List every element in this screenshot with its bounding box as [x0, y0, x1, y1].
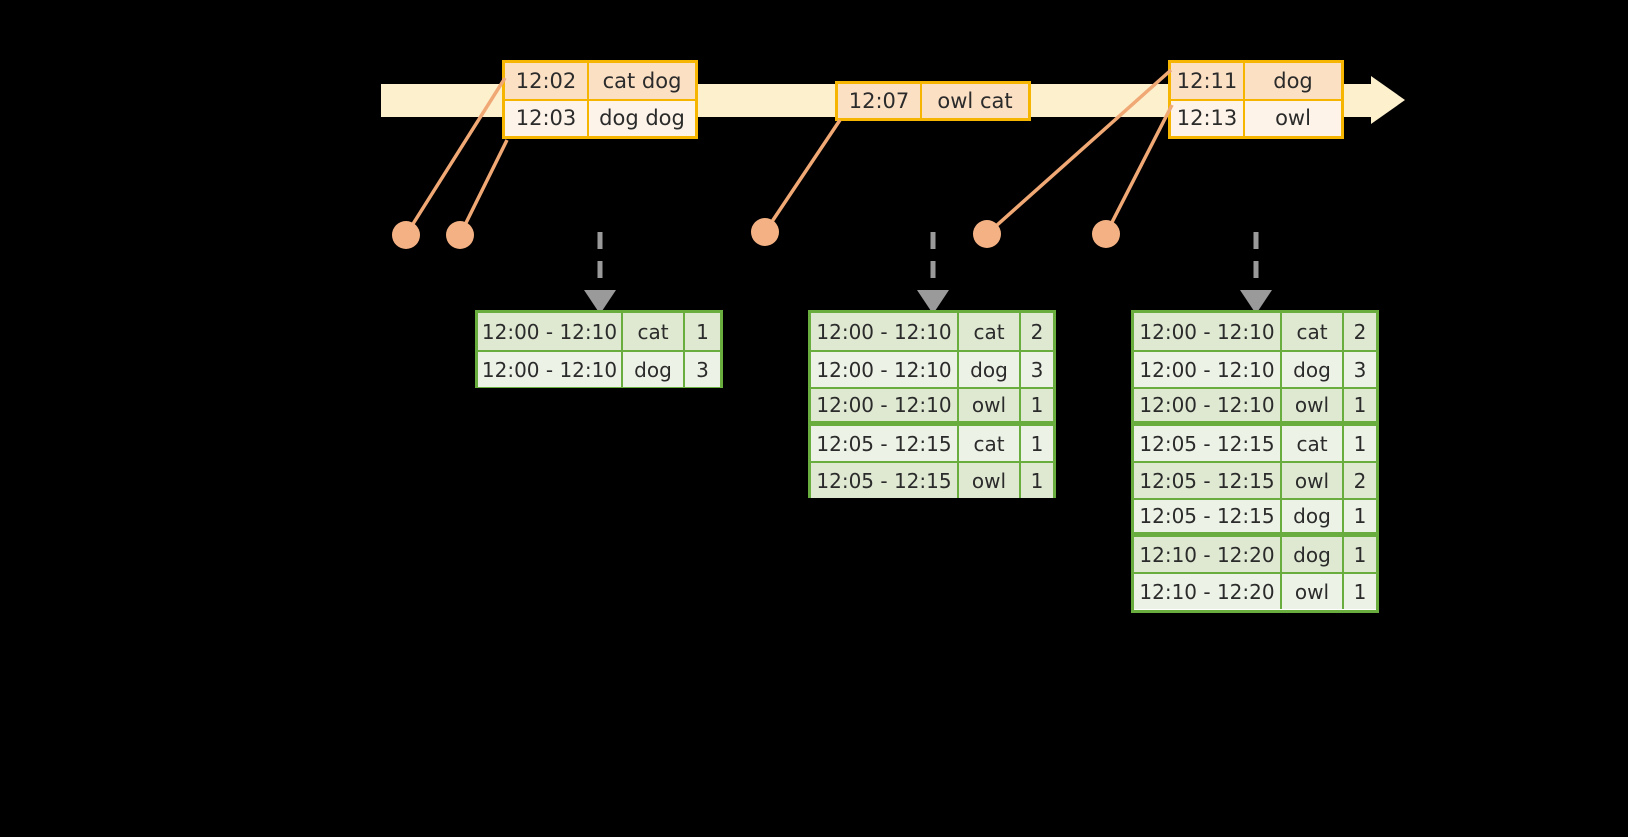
cell-count: 3 — [1030, 357, 1044, 382]
cell-count: 1 — [1353, 542, 1367, 567]
cell-window: 12:00 - 12:10 — [811, 389, 959, 421]
dashed-arrow-to-table-1 — [584, 232, 616, 314]
cell-count: 2 — [1353, 319, 1367, 344]
event-words: dog — [1273, 68, 1313, 93]
cell-key: dog — [623, 352, 685, 387]
cell-count: 3 — [1353, 357, 1367, 382]
arrow-right-icon — [1371, 76, 1405, 124]
event-row: 12:13 owl — [1171, 98, 1341, 136]
dashed-arrow-to-table-3 — [1240, 232, 1272, 314]
cell-key: owl — [1282, 463, 1344, 498]
cell-window: 12:00 - 12:10 — [1134, 352, 1282, 387]
cell-window: 12:05 - 12:15 — [811, 426, 959, 461]
event-words: owl cat — [937, 89, 1013, 113]
cell-key: cat — [959, 426, 1021, 461]
event-group-1[interactable]: 12:02 cat dog 12:03 dog dog — [502, 60, 698, 139]
cell-window: 12:00 - 12:10 — [1134, 389, 1282, 421]
cell-count: 1 — [1353, 504, 1367, 528]
cell-key: cat — [1282, 313, 1344, 350]
cell-key: cat — [959, 313, 1021, 350]
event-row: 12:02 cat dog — [505, 63, 695, 99]
cell-window: 12:00 - 12:10 — [478, 313, 623, 350]
cell-count: 1 — [1353, 579, 1367, 604]
event-time: 12:02 — [505, 63, 589, 99]
connector-line-2 — [458, 139, 509, 236]
cell-count: 1 — [696, 319, 709, 344]
event-time: 12:07 — [838, 84, 922, 118]
event-group-3[interactable]: 12:11 dog 12:13 owl — [1168, 60, 1344, 139]
cell-window: 12:05 - 12:15 — [811, 463, 959, 498]
event-time: 12:13 — [1171, 100, 1245, 136]
cell-window: 12:10 - 12:20 — [1134, 537, 1282, 572]
cell-window: 12:05 - 12:15 — [1134, 463, 1282, 498]
connector-line-5 — [1104, 104, 1174, 235]
cell-window: 12:00 - 12:10 — [811, 352, 959, 387]
event-group-2[interactable]: 12:07 owl cat — [835, 81, 1031, 121]
cell-count: 3 — [696, 357, 709, 382]
dashed-arrow-to-table-2 — [917, 232, 949, 314]
event-row: 12:07 owl cat — [838, 84, 1028, 118]
cell-count: 1 — [1353, 393, 1367, 417]
connector-dot-1 — [392, 221, 420, 249]
cell-count: 2 — [1353, 468, 1367, 493]
event-time: 12:11 — [1171, 63, 1245, 99]
cell-window: 12:00 - 12:10 — [478, 352, 623, 387]
cell-key: dog — [1282, 500, 1344, 532]
cell-window: 12:00 - 12:10 — [811, 313, 959, 350]
cell-key: owl — [1282, 574, 1344, 609]
cell-count: 1 — [1030, 393, 1044, 417]
cell-count: 1 — [1030, 468, 1044, 493]
cell-key: cat — [1282, 426, 1344, 461]
event-row: 12:03 dog dog — [505, 98, 695, 136]
cell-key: owl — [959, 389, 1021, 421]
connector-dot-3 — [751, 218, 779, 246]
cell-window: 12:10 - 12:20 — [1134, 574, 1282, 609]
event-row: 12:11 dog — [1171, 63, 1341, 99]
cell-count: 2 — [1030, 319, 1044, 344]
cell-key: dog — [1282, 537, 1344, 572]
cell-window: 12:05 - 12:15 — [1134, 426, 1282, 461]
connector-dot-4 — [973, 220, 1001, 248]
connector-line-3 — [763, 119, 842, 233]
connector-dot-5 — [1092, 220, 1120, 248]
cell-window: 12:00 - 12:10 — [1134, 313, 1282, 350]
event-words: cat dog — [602, 68, 682, 93]
cell-count: 1 — [1030, 431, 1044, 456]
connector-dot-2 — [446, 221, 474, 249]
cell-key: dog — [959, 352, 1021, 387]
cell-key: owl — [959, 463, 1021, 498]
cell-count: 1 — [1353, 431, 1367, 456]
event-words: dog dog — [599, 106, 685, 131]
event-time: 12:03 — [505, 100, 589, 136]
cell-key: cat — [623, 313, 685, 350]
cell-key: owl — [1282, 389, 1344, 421]
cell-key: dog — [1282, 352, 1344, 387]
event-words: owl — [1275, 106, 1311, 131]
cell-window: 12:05 - 12:15 — [1134, 500, 1282, 532]
